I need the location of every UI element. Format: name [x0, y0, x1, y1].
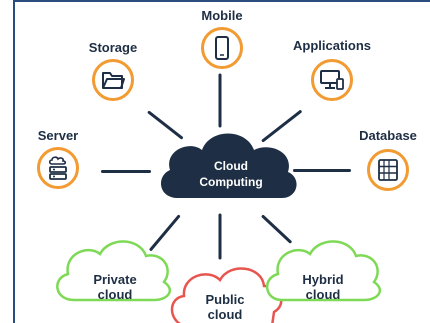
- public-cloud-line2: cloud: [207, 307, 243, 322]
- folder-icon: [92, 59, 134, 101]
- public-cloud-label: Public cloud: [180, 292, 270, 322]
- connector-database: [293, 169, 351, 172]
- center-label-line1: Cloud: [214, 159, 248, 173]
- center-label-line2: Computing: [199, 175, 263, 189]
- server-label: Server: [37, 128, 79, 143]
- hybrid-cloud-line1: Hybrid: [302, 272, 344, 287]
- private-cloud-line2: cloud: [97, 287, 133, 302]
- mobile-label: Mobile: [201, 8, 243, 23]
- database-label: Database: [359, 128, 417, 143]
- node-storage: Storage: [78, 40, 148, 101]
- center-label: Cloud Computing: [176, 158, 286, 190]
- top-border-rule: [13, 0, 430, 2]
- database-rack-icon: [367, 149, 409, 191]
- left-border-rule: [13, 0, 15, 323]
- node-mobile: Mobile: [189, 8, 255, 69]
- node-applications: Applications: [282, 38, 382, 101]
- server-cloud-icon: [37, 147, 79, 189]
- applications-label: Applications: [292, 38, 371, 53]
- desktop-apps-icon: [311, 59, 353, 101]
- smartphone-icon: [201, 27, 243, 69]
- hybrid-cloud-line2: cloud: [305, 287, 341, 302]
- private-cloud-line1: Private: [93, 272, 137, 287]
- public-cloud-line1: Public: [205, 292, 245, 307]
- node-database: Database: [350, 128, 426, 191]
- storage-label: Storage: [88, 40, 138, 55]
- hybrid-cloud-label: Hybrid cloud: [278, 272, 368, 302]
- node-server: Server: [28, 128, 88, 189]
- connector-server: [101, 170, 151, 173]
- private-cloud-label: Private cloud: [70, 272, 160, 302]
